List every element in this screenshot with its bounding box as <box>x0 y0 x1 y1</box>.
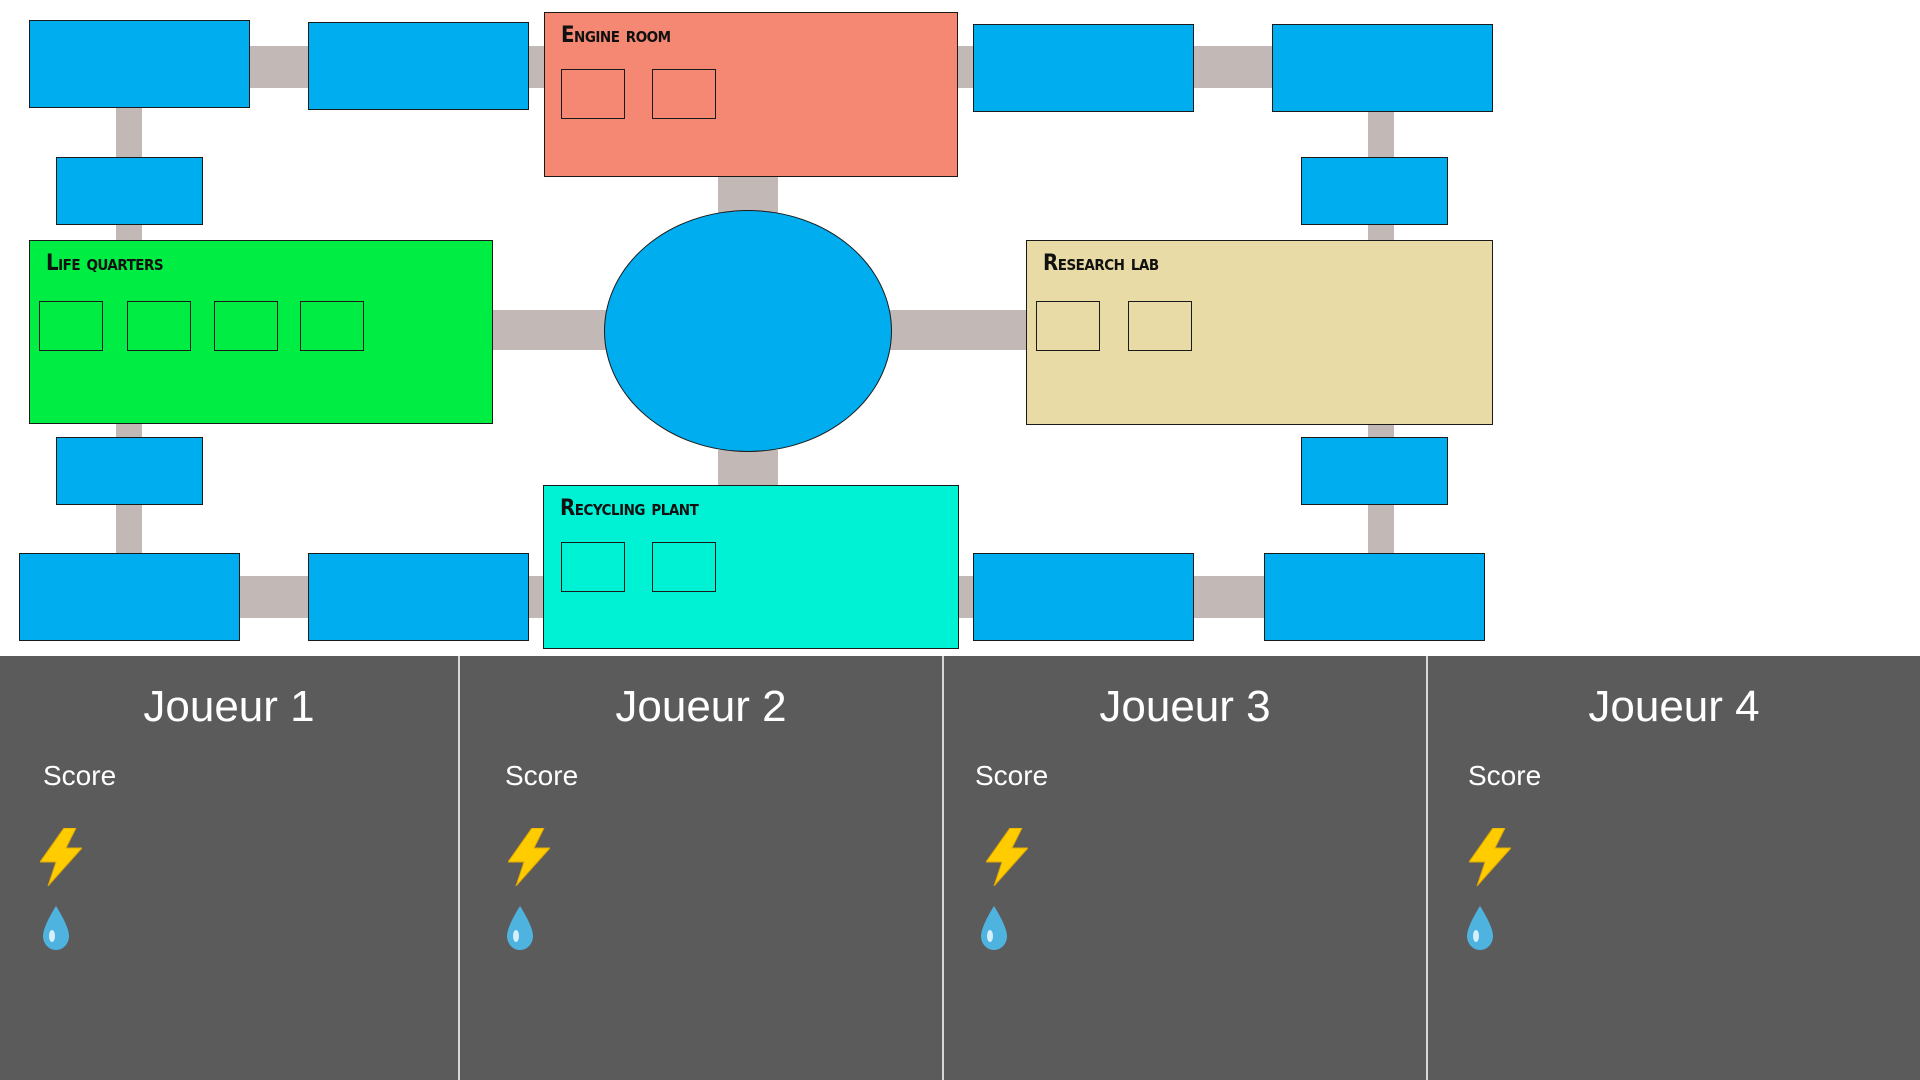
player-panel: Joueur 2 Score <box>460 656 942 1080</box>
room-slot[interactable] <box>214 301 278 351</box>
station-board: Engine room Life quarters Research lab R… <box>19 12 1493 649</box>
corridor <box>1192 576 1266 618</box>
panel-divider <box>1426 656 1428 1080</box>
corridor <box>718 450 778 488</box>
water-drop-icon <box>507 906 533 950</box>
lightning-icon <box>1469 828 1511 886</box>
map-node[interactable] <box>973 24 1194 112</box>
map-node[interactable] <box>56 157 203 225</box>
score-label: Score <box>975 760 1049 791</box>
player-name: Joueur 1 <box>143 682 315 731</box>
corridor <box>492 310 606 350</box>
map-node[interactable] <box>308 553 529 641</box>
score-label: Score <box>43 760 117 791</box>
water-drop-icon <box>43 906 69 950</box>
player-name: Joueur 4 <box>1588 682 1760 731</box>
lightning-icon <box>986 828 1028 886</box>
player-panel: Joueur 4 Score <box>1428 656 1920 1080</box>
room-title: Research lab <box>1043 251 1159 276</box>
map-node[interactable] <box>29 20 250 108</box>
room-slot[interactable] <box>127 301 191 351</box>
map-node[interactable] <box>308 22 529 110</box>
room-recycling-plant[interactable]: Recycling plant <box>543 485 959 649</box>
map-node[interactable] <box>56 437 203 505</box>
players-bar: Joueur 1 Score Joueur 2 Score Joueur 3 S… <box>0 656 1920 1080</box>
room-engine-room[interactable]: Engine room <box>544 12 958 177</box>
room-slot[interactable] <box>39 301 103 351</box>
room-slot[interactable] <box>561 542 625 592</box>
corridor <box>238 576 310 618</box>
room-slot[interactable] <box>300 301 364 351</box>
corridor <box>248 46 310 88</box>
map-node[interactable] <box>1272 24 1493 112</box>
room-research-lab[interactable]: Research lab <box>1026 240 1493 425</box>
map-node[interactable] <box>973 553 1194 641</box>
room-slot[interactable] <box>1036 301 1100 351</box>
map-node[interactable] <box>1301 157 1448 225</box>
room-slot[interactable] <box>1128 301 1192 351</box>
player-name: Joueur 2 <box>615 682 787 731</box>
panel-divider <box>458 656 460 1080</box>
room-life-quarters[interactable]: Life quarters <box>29 240 493 424</box>
player-panel: Joueur 1 Score <box>0 656 458 1080</box>
panel-divider <box>942 656 944 1080</box>
map-node[interactable] <box>1264 553 1485 641</box>
player-panel: Joueur 3 Score <box>944 656 1426 1080</box>
corridor <box>1192 46 1274 88</box>
lightning-icon <box>508 828 550 886</box>
score-label: Score <box>505 760 579 791</box>
room-title: Life quarters <box>46 251 164 276</box>
player-name: Joueur 3 <box>1099 682 1271 731</box>
central-hub[interactable] <box>604 210 892 452</box>
water-drop-icon <box>1467 906 1493 950</box>
score-label: Score <box>1468 760 1542 791</box>
lightning-icon <box>40 828 82 886</box>
room-title: Recycling plant <box>560 496 699 521</box>
room-title: Engine room <box>561 23 671 48</box>
corridor <box>956 576 974 618</box>
room-slot[interactable] <box>561 69 625 119</box>
room-slot[interactable] <box>652 542 716 592</box>
water-drop-icon <box>981 906 1007 950</box>
map-node[interactable] <box>19 553 240 641</box>
map-node[interactable] <box>1301 437 1448 505</box>
room-slot[interactable] <box>652 69 716 119</box>
corridor <box>528 576 546 618</box>
corridor <box>890 310 1028 350</box>
corridor <box>528 46 546 88</box>
corridor <box>718 174 778 214</box>
corridor <box>956 46 974 88</box>
